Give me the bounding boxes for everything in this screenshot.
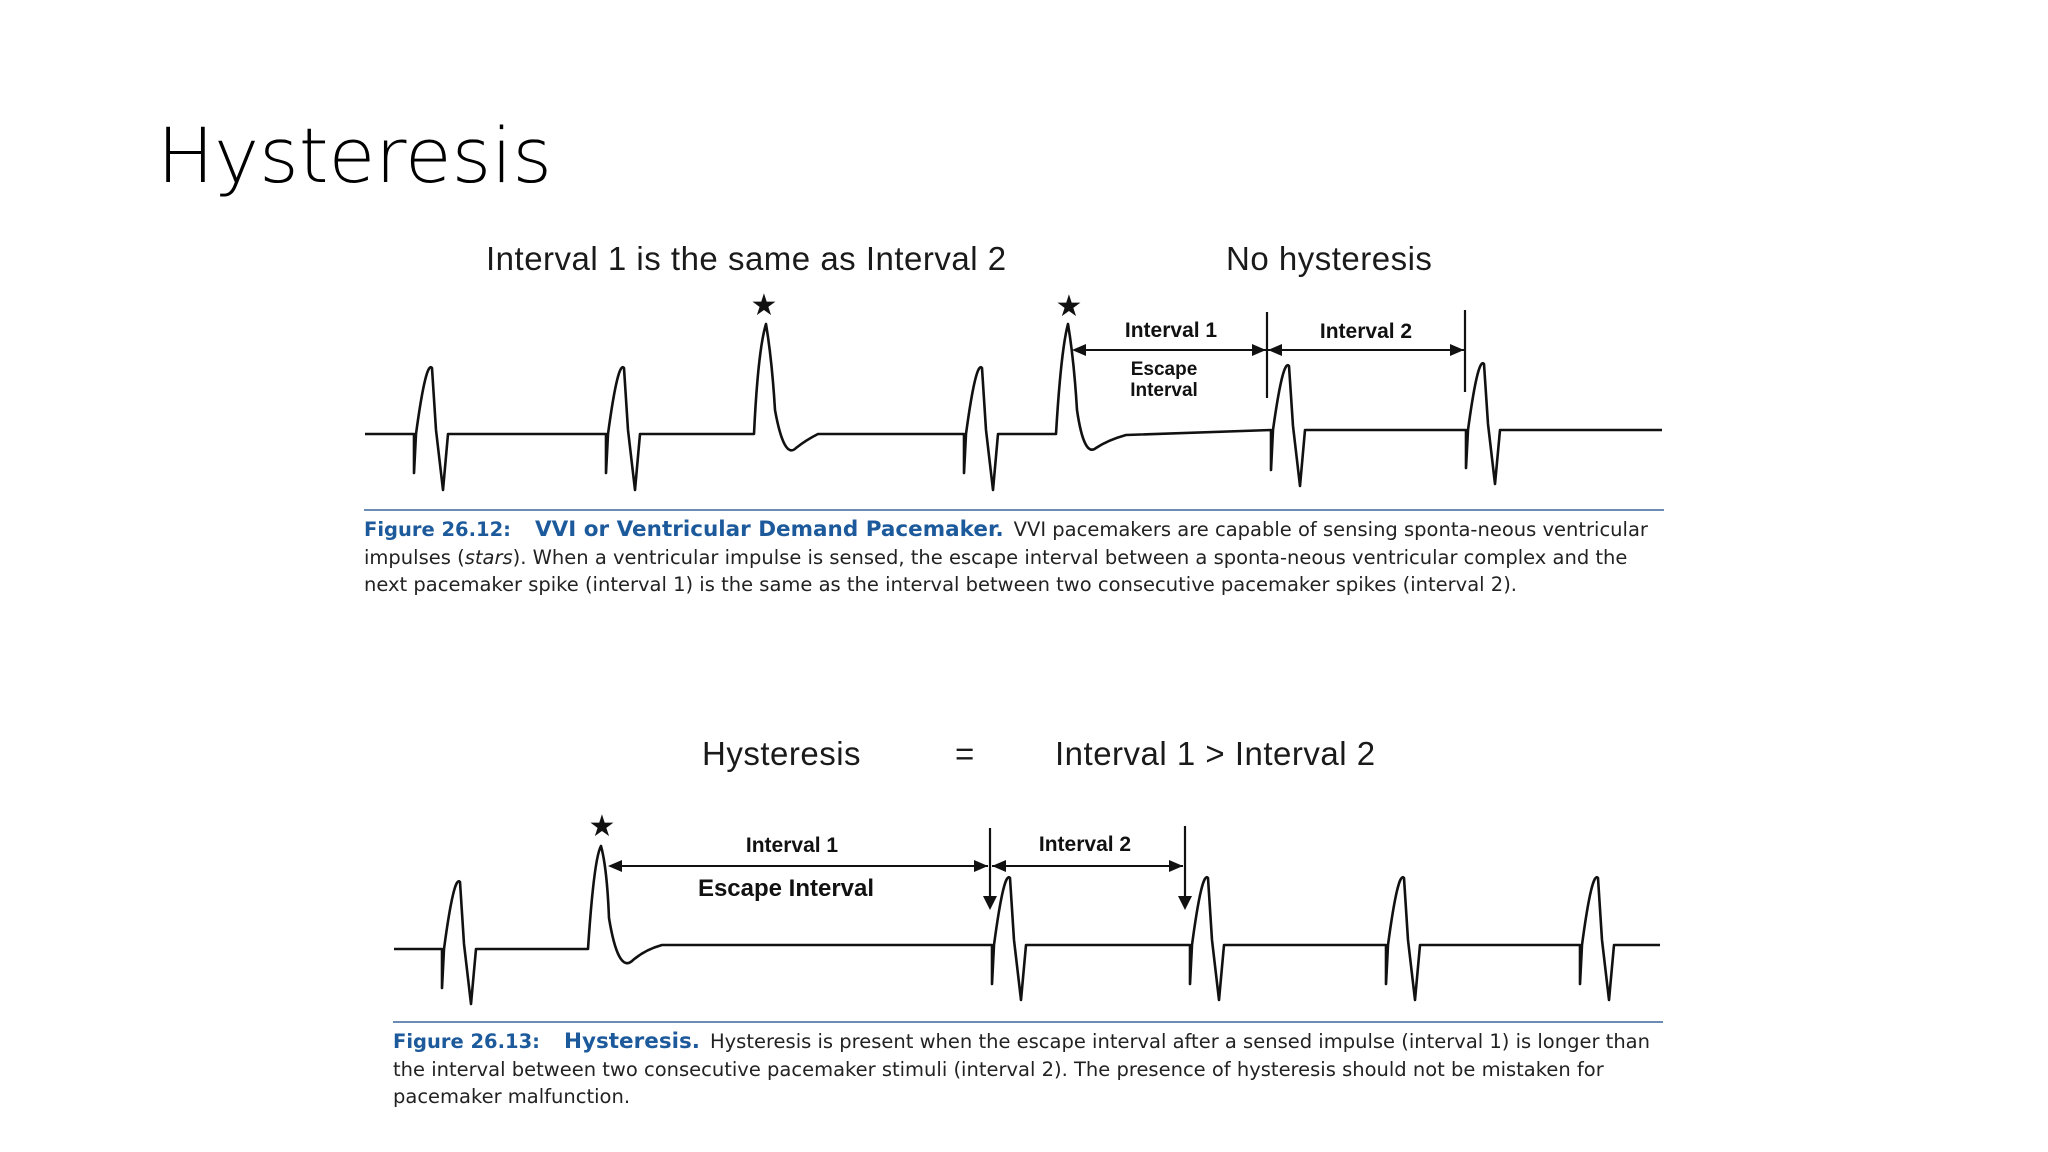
figure1-heading-right: No hysteresis bbox=[1226, 240, 1433, 277]
figure2-arrowhead-right-2-icon bbox=[1169, 860, 1183, 872]
figure1-arrowhead-right-2-icon bbox=[1450, 344, 1464, 356]
figure1-caption-rule bbox=[364, 509, 1664, 511]
figure2-interval1-label: Interval 1 bbox=[746, 834, 839, 857]
figure2-escape-label: Escape Interval bbox=[698, 875, 874, 902]
figure1-escape-label-line1: Escape bbox=[1131, 359, 1198, 380]
figure2-star-icon: ★ bbox=[589, 810, 616, 843]
figure2-caption-rule bbox=[393, 1021, 1663, 1023]
figure1-interval2-label: Interval 2 bbox=[1320, 320, 1412, 343]
figure2-down-arrow-2-icon bbox=[1178, 896, 1192, 910]
figure2-heading-left: Hysteresis bbox=[702, 735, 862, 772]
figure1-arrowhead-left-2-icon bbox=[1268, 344, 1282, 356]
figure1-arrowhead-left-icon bbox=[1072, 344, 1086, 356]
figure2-down-arrow-1-icon bbox=[983, 896, 997, 910]
figure1-escape-label-line2: Interval bbox=[1130, 380, 1198, 401]
figure2-arrowhead-left-2-icon bbox=[992, 860, 1006, 872]
figure2-heading-eq: = bbox=[955, 735, 975, 772]
figure1-caption-number: Figure 26.12: bbox=[364, 518, 511, 541]
figure-vvi-no-hysteresis: Interval 1 is the same as Interval 2 No … bbox=[356, 230, 1668, 635]
figure1-caption-italic: stars bbox=[464, 545, 513, 569]
figure1-interval1-label: Interval 1 bbox=[1125, 319, 1218, 342]
figure2-arrowhead-left-icon bbox=[608, 860, 622, 872]
figure2-heading-right: Interval 1 > Interval 2 bbox=[1055, 735, 1376, 772]
figure2-caption-title: Hysteresis. bbox=[563, 1029, 700, 1054]
figure1-caption-title: VVI or Ventricular Demand Pacemaker. bbox=[534, 517, 1004, 542]
figure1-caption-text-b: ). When a ventricular impulse is sensed,… bbox=[364, 545, 1628, 597]
slide-title: Hysteresis bbox=[157, 111, 552, 200]
figure-hysteresis: Hysteresis = Interval 1 > Interval 2 ★ I… bbox=[382, 728, 1668, 1128]
figure1-caption: Figure 26.12: VVI or Ventricular Demand P… bbox=[364, 516, 1664, 599]
figure1-arrowhead-right-icon bbox=[1252, 344, 1266, 356]
figure2-interval2-label: Interval 2 bbox=[1039, 833, 1131, 856]
figure1-star-2-icon: ★ bbox=[1056, 290, 1083, 323]
figure1-caption-text-a: VVI pacemakers are capable of sensing sp… bbox=[364, 518, 1648, 569]
figure2-caption-number: Figure 26.13: bbox=[393, 1030, 540, 1053]
figure1-ecg-strip: ★ ★ Interval 1 Interval 2 Escape Interva… bbox=[365, 289, 1662, 492]
figure2-ecg-trace bbox=[394, 844, 1660, 1006]
figure2-ecg-strip: ★ Interval 1 Escape Interval Interval 2 bbox=[394, 810, 1660, 1006]
figure2-caption-text: Hysteresis is present when the escape in… bbox=[393, 1030, 1650, 1108]
figure1-ecg-trace bbox=[365, 322, 1662, 492]
figure1-heading-left: Interval 1 is the same as Interval 2 bbox=[486, 240, 1007, 277]
figure1-star-1-icon: ★ bbox=[751, 289, 778, 322]
figure2-caption: Figure 26.13: Hysteresis.Hysteresis is pr… bbox=[393, 1028, 1665, 1111]
figure2-arrowhead-right-icon bbox=[974, 860, 988, 872]
